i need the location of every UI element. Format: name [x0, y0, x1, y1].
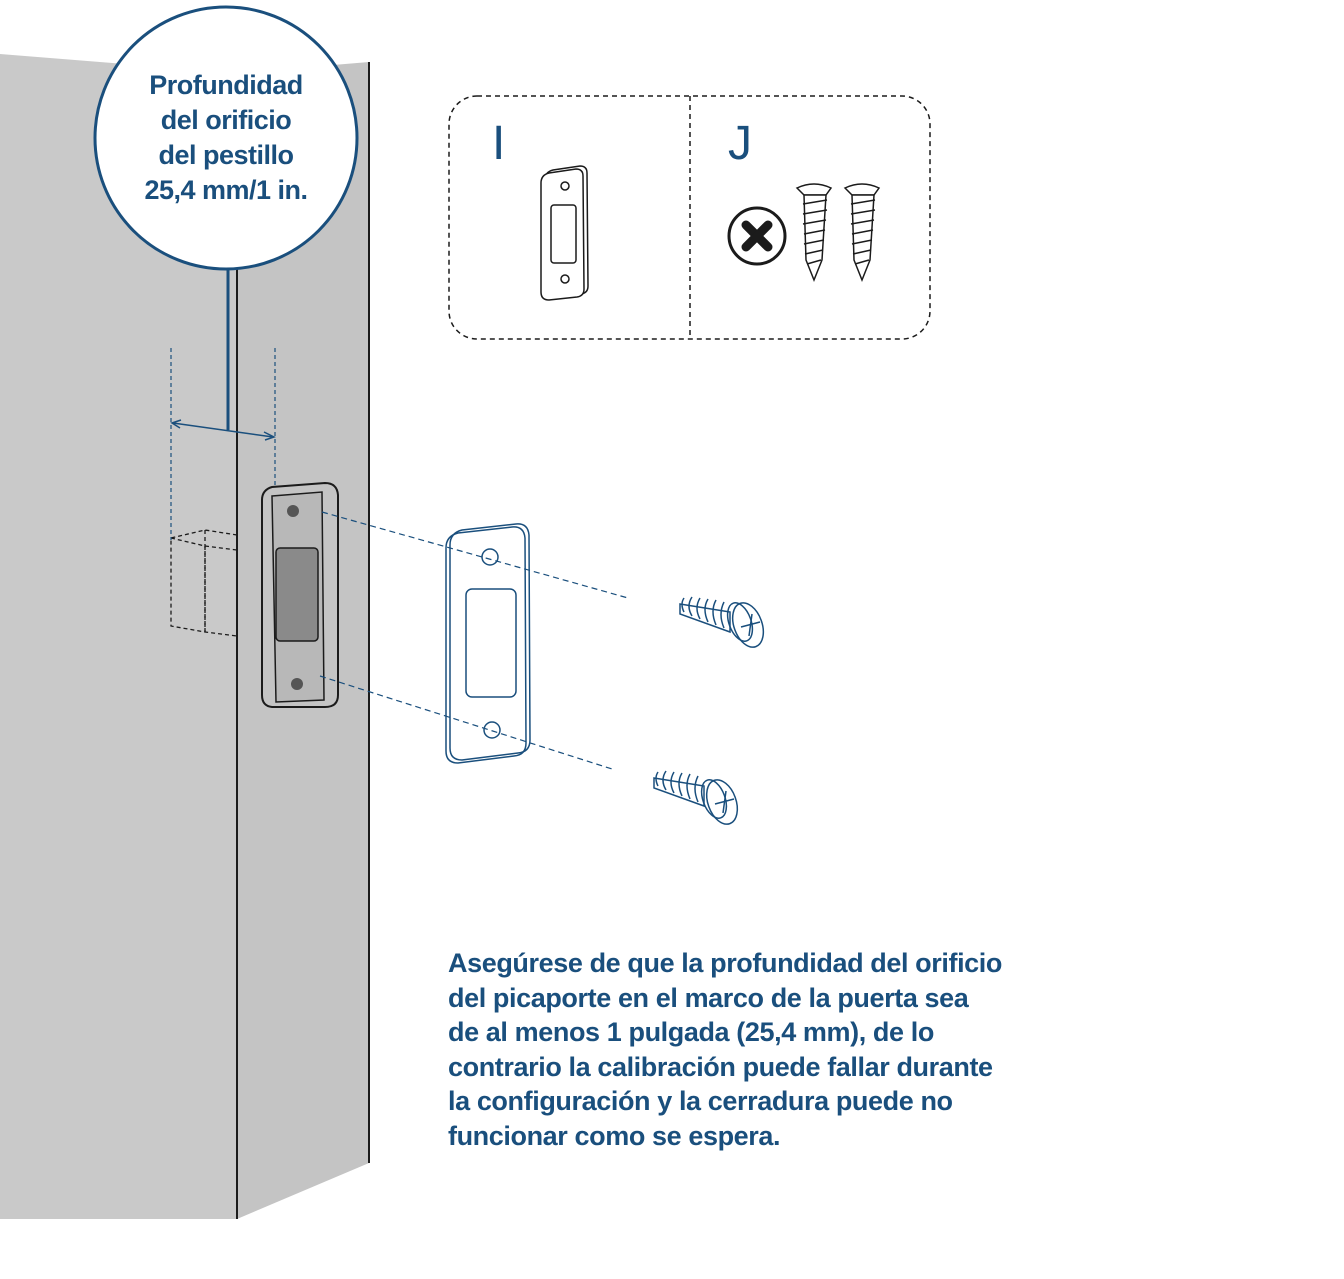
note-line: contrario la calibración puede fallar du… [448, 1051, 993, 1082]
note-line: la configuración y la cerradura puede no [448, 1086, 953, 1117]
depth-callout-circle [93, 5, 359, 271]
parts-box [448, 95, 931, 340]
part-i-label: I [492, 117, 506, 170]
callout-line: del orificio [160, 105, 292, 135]
latch-hole-outline [170, 529, 238, 637]
note-line: del picaporte en el marco de la puerta s… [448, 982, 969, 1013]
part-i-strike-plate-icon [540, 165, 589, 301]
note-line: funcionar como se espera. [448, 1120, 781, 1151]
installed-strike-plate [261, 481, 339, 708]
note-line: Asegúrese de que la profundidad del orif… [448, 948, 1002, 978]
part-j-screw-1-icon [795, 183, 833, 283]
depth-callout-label: Profundidad del orificio del pestillo 25… [110, 68, 342, 208]
part-j-screw-2-icon [843, 183, 881, 283]
depth-dimension [170, 268, 276, 540]
callout-line: del pestillo [158, 140, 294, 170]
note-line: de al menos 1 pulgada (25,4 mm), de lo [448, 1017, 934, 1048]
instruction-note: Asegúrese de que la profundidad del orif… [448, 946, 1048, 1154]
strike-plate-loose [445, 523, 531, 764]
alignment-lines [319, 511, 629, 770]
callout-line: Profundidad [149, 70, 303, 100]
callout-line: 25,4 mm/1 in. [144, 175, 308, 205]
screw-lower [653, 770, 739, 825]
part-j-phillips-icon [727, 206, 787, 266]
part-j-label: J [728, 117, 752, 170]
screw-upper [679, 596, 765, 648]
